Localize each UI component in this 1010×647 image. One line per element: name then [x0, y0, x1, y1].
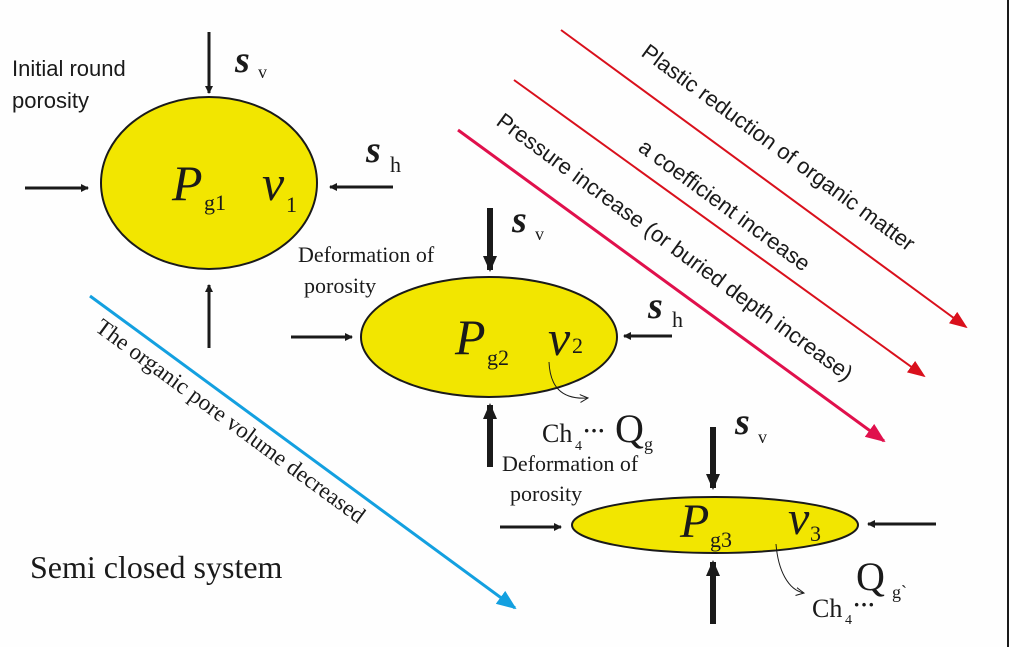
- gas-release-arrow-2: [548, 361, 588, 398]
- gas-output-3: Ch 4 ··· Q g`: [812, 554, 907, 628]
- deformation-label-4: porosity: [510, 481, 582, 506]
- svg-text:h: h: [390, 152, 401, 177]
- svg-text:s: s: [234, 39, 250, 81]
- sv2-label: s v: [511, 199, 544, 244]
- semi-closed-system-label: Semi closed system: [30, 549, 283, 585]
- gas-output-2: Ch 4 ··· Q g: [542, 406, 653, 454]
- pore-2-v-label: v 2: [548, 310, 583, 366]
- svg-text:g2: g2: [487, 345, 509, 370]
- svg-text:s: s: [734, 401, 750, 443]
- pore-2-P-label: P g2: [454, 309, 509, 370]
- svg-text:v: v: [262, 155, 285, 211]
- svg-text:2: 2: [572, 333, 583, 358]
- pore-3-P-label: P g3: [679, 495, 732, 552]
- svg-text:1: 1: [286, 192, 297, 217]
- svg-text:v: v: [548, 310, 571, 366]
- svg-text:s: s: [365, 129, 381, 171]
- svg-text:h: h: [672, 307, 683, 332]
- svg-text:g: g: [644, 434, 653, 454]
- sh2-label: s h: [647, 285, 683, 332]
- initial-round-label-1: Initial round: [12, 56, 126, 81]
- svg-text:g1: g1: [204, 190, 226, 215]
- svg-text:g`: g`: [892, 582, 907, 602]
- svg-text:v: v: [258, 62, 267, 82]
- svg-text:···: ···: [583, 418, 605, 443]
- plastic-reduction-label: Plastic reduction of organic matter: [637, 39, 920, 256]
- svg-text:v: v: [535, 224, 544, 244]
- svg-text:P: P: [171, 155, 203, 211]
- svg-text:···: ···: [853, 592, 875, 617]
- deformation-label-2: porosity: [304, 273, 376, 298]
- pressure-increase-arrow: [457, 128, 886, 443]
- deformation-label-3: Deformation of: [502, 451, 639, 476]
- sv1-label: s v: [234, 39, 267, 82]
- svg-text:s: s: [647, 285, 663, 327]
- svg-text:v: v: [758, 427, 767, 447]
- svg-text:Q: Q: [856, 554, 885, 599]
- svg-text:4: 4: [845, 613, 852, 628]
- sh1-label: s h: [365, 129, 401, 177]
- svg-text:4: 4: [575, 439, 582, 454]
- pore-volume-label: The organic pore volume decreased: [91, 314, 370, 529]
- deformation-label-1: Deformation of: [298, 242, 435, 267]
- pore-1-ellipse: [100, 96, 318, 270]
- gas-release-arrow-3: [775, 543, 804, 593]
- sv3-label: s v: [734, 401, 767, 447]
- pore-1-v-label: v 1: [262, 155, 297, 217]
- pore-3-ellipse: [571, 496, 859, 554]
- svg-text:g3: g3: [710, 527, 732, 552]
- svg-text:Q: Q: [615, 406, 644, 451]
- svg-text:Ch: Ch: [812, 594, 842, 623]
- pore-2-ellipse: [360, 276, 618, 398]
- svg-text:Ch: Ch: [542, 419, 572, 448]
- svg-text:P: P: [454, 309, 486, 365]
- svg-text:v: v: [788, 492, 810, 545]
- svg-text:3: 3: [810, 521, 821, 546]
- plastic-reduction-arrow: [560, 29, 968, 329]
- pore-3-v-label: v 3: [788, 492, 821, 546]
- pore-1-P-label: P g1: [171, 155, 226, 215]
- coefficient-increase-arrow: [513, 79, 926, 378]
- svg-text:s: s: [511, 199, 527, 241]
- pore-volume-decreased-arrow: [89, 294, 517, 610]
- svg-text:P: P: [679, 495, 709, 548]
- initial-round-label-2: porosity: [12, 88, 89, 113]
